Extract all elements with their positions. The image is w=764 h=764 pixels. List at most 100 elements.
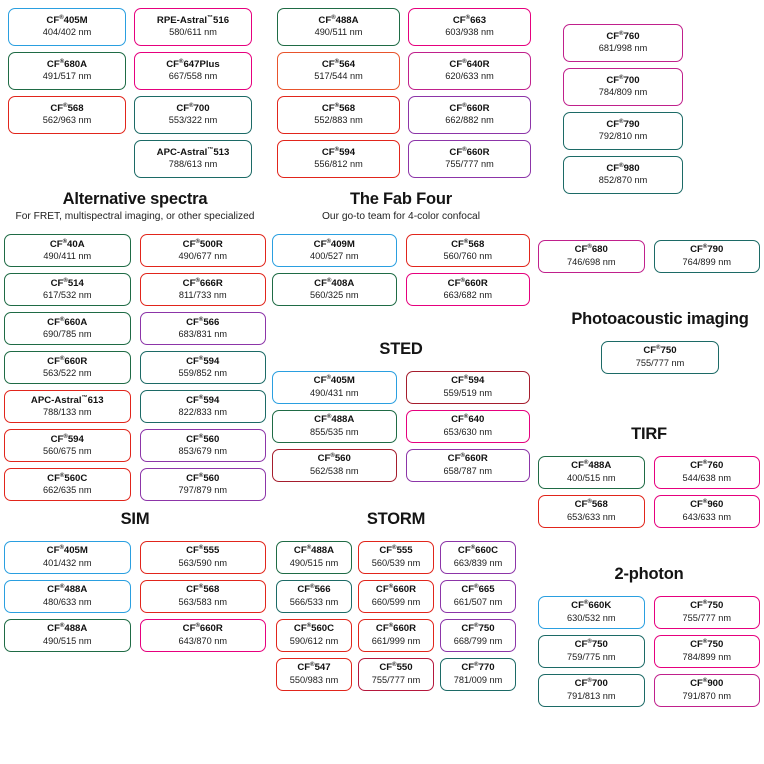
trademark-symbol: ® bbox=[702, 244, 708, 251]
dye-name: CF®405M bbox=[313, 375, 355, 387]
dye-name: CF®665 bbox=[461, 584, 495, 596]
dye-name: CF®566 bbox=[186, 316, 220, 328]
dye-spectra: 556/812 nm bbox=[314, 159, 363, 170]
trademark-symbol: ® bbox=[702, 460, 708, 467]
trademark-symbol: ® bbox=[465, 14, 471, 21]
dye-name: CF®640 bbox=[451, 414, 485, 426]
dye-spectra: 755/777 nm bbox=[682, 612, 732, 623]
dye-spectra: 603/938 nm bbox=[445, 27, 494, 38]
dye-spectra: 791/813 nm bbox=[566, 690, 616, 701]
dye-name: CF®660R bbox=[47, 355, 88, 367]
dye-name: CF®594 bbox=[50, 433, 84, 445]
dye-spectra: 643/633 nm bbox=[682, 511, 732, 522]
dye-spectra: 404/402 nm bbox=[42, 27, 92, 38]
trademark-symbol: ® bbox=[59, 584, 65, 591]
dye-spectra: 490/431 nm bbox=[309, 387, 359, 398]
dye-spectra: 853/679 nm bbox=[178, 445, 228, 456]
dye-spectra: 560/325 nm bbox=[309, 289, 359, 300]
dye-name: CF®568 bbox=[574, 499, 608, 511]
trademark-symbol: ® bbox=[587, 244, 592, 251]
trademark-symbol: ® bbox=[462, 102, 467, 109]
dye-spectra: 550/983 nm bbox=[289, 674, 339, 685]
trademark-symbol: ® bbox=[326, 375, 331, 382]
